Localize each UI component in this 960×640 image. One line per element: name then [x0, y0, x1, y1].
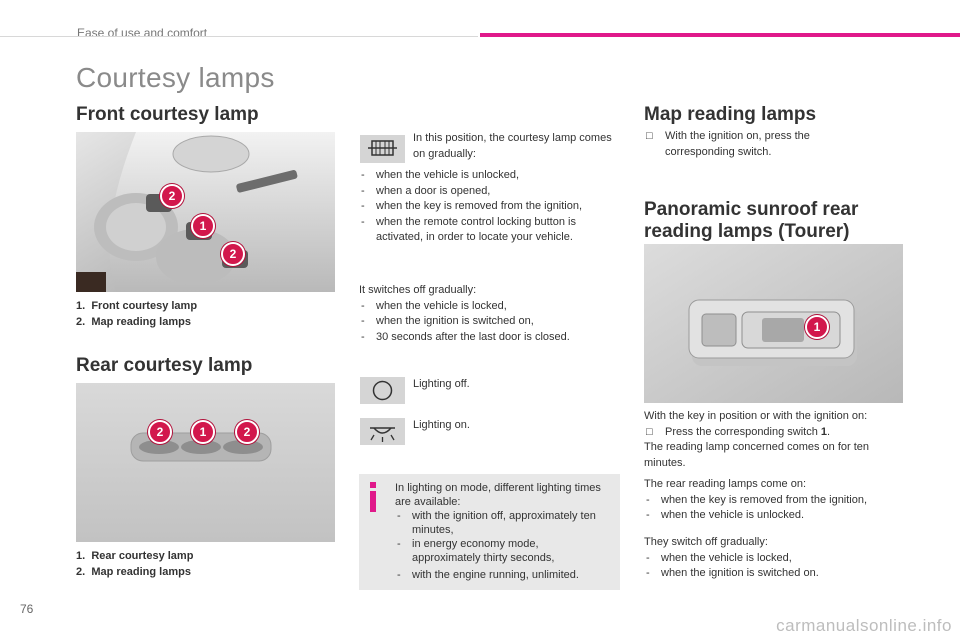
rear-console-illustration: [76, 383, 335, 542]
list-item: when the vehicle is unlocked,: [359, 168, 619, 184]
rear-callout-2a: 2: [148, 420, 172, 444]
info-box: In lighting on mode, different lighting …: [359, 474, 620, 590]
map-reading-text: With the ignition on, press the correspo…: [665, 130, 810, 158]
list-item: with the ignition off, approximately ten…: [395, 509, 610, 537]
legend-item: 2. Map reading lamps: [76, 565, 191, 578]
front-callout-2b: 2: [221, 242, 245, 266]
info-list: with the ignition off, approximately ten…: [395, 509, 610, 582]
list-item: when the key is removed from the ignitio…: [359, 199, 619, 215]
list-item: with the engine running, unlimited.: [395, 568, 610, 582]
front-legend: 1. Front courtesy lamp 2. Map reading la…: [76, 299, 335, 330]
info-icon: [370, 482, 376, 512]
list-item: when the remote control locking button i…: [359, 215, 619, 246]
front-callout-1: 1: [191, 214, 215, 238]
off-intro: It switches off gradually:: [359, 284, 477, 296]
off-block: It switches off gradually: when the vehi…: [359, 283, 619, 345]
lighting-off-label: Lighting off.: [413, 378, 470, 390]
door-switch-icon: [360, 135, 405, 163]
panoramic-heading-line2: reading lamps (Tourer): [644, 221, 850, 242]
checkbox-bullet-icon: □: [646, 130, 653, 142]
checkbox-bullet-icon: □: [646, 425, 653, 438]
panoramic-instructions: With the key in position or with the ign…: [644, 409, 904, 471]
switch-off-intro: They switch off gradually:: [644, 536, 768, 548]
header-accent-bar: [480, 33, 960, 37]
legend-item: 1. Rear courtesy lamp: [76, 550, 194, 562]
list-item: when the vehicle is unlocked.: [644, 508, 904, 524]
rear-callout-1: 1: [191, 420, 215, 444]
on-list: when the vehicle is unlocked, when a doo…: [359, 168, 619, 246]
lighting-on-icon: [360, 418, 405, 445]
page-title: Courtesy lamps: [76, 62, 275, 93]
list-item: when the ignition is switched on.: [644, 566, 904, 582]
list-item: 30 seconds after the last door is closed…: [359, 330, 619, 346]
panoramic-lamp-illustration: [644, 244, 903, 403]
header-rule: [0, 36, 478, 37]
panoramic-callout-1: 1: [805, 315, 829, 339]
lighting-on-label: Lighting on.: [413, 419, 470, 431]
panoramic-heading-line1: Panoramic sunroof rear: [644, 199, 859, 220]
list-item: when the key is removed from the ignitio…: [644, 493, 904, 509]
comes-on-text: The reading lamp concerned comes on for …: [644, 441, 870, 469]
map-reading-instruction: □ With the ignition on, press the corres…: [644, 129, 874, 160]
section-header: Ease of use and comfort: [77, 26, 208, 40]
legend-item: 2. Map reading lamps: [76, 315, 191, 328]
lighting-off-icon: [360, 377, 405, 404]
switch-off-list: when the vehicle is locked, when the ign…: [644, 551, 904, 582]
front-courtesy-heading: Front courtesy lamp: [76, 104, 259, 125]
info-intro: In lighting on mode, different lighting …: [395, 482, 601, 508]
switch-off-block: They switch off gradually: when the vehi…: [644, 535, 904, 582]
panoramic-heading: Panoramic sunroof rear reading lamps (To…: [644, 199, 858, 243]
panoramic-figure: 1: [644, 244, 903, 403]
rear-reading-block: The rear reading lamps come on: when the…: [644, 477, 904, 524]
page-number: 76: [20, 602, 34, 616]
front-courtesy-figure: 2 1 2: [76, 132, 335, 292]
rear-reading-intro: The rear reading lamps come on:: [644, 478, 807, 490]
key-text: With the key in position or with the ign…: [644, 410, 868, 422]
list-item: in energy economy mode, approximately th…: [395, 537, 610, 565]
list-item: when the vehicle is locked,: [359, 299, 619, 315]
info-content: In lighting on mode, different lighting …: [395, 481, 610, 582]
map-reading-heading: Map reading lamps: [644, 104, 817, 125]
position-text: In this position, the courtesy lamp come…: [413, 132, 612, 160]
off-list: when the vehicle is locked, when the ign…: [359, 299, 619, 346]
rear-courtesy-figure: 2 1 2: [76, 383, 335, 542]
rear-reading-list: when the key is removed from the ignitio…: [644, 493, 904, 524]
rear-legend: 1. Rear courtesy lamp 2. Map reading lam…: [76, 549, 335, 580]
rear-callout-2b: 2: [235, 420, 259, 444]
list-item: when a door is opened,: [359, 184, 619, 200]
list-item: when the vehicle is locked,: [644, 551, 904, 567]
watermark: carmanualsonline.info: [776, 616, 952, 635]
rear-courtesy-heading: Rear courtesy lamp: [76, 355, 253, 376]
legend-item: 1. Front courtesy lamp: [76, 300, 198, 312]
list-item: when the ignition is switched on,: [359, 314, 619, 330]
front-callout-2a: 2: [160, 184, 184, 208]
front-console-illustration: [76, 132, 335, 292]
press-instruction: □ Press the corresponding switch 1.: [644, 425, 904, 441]
